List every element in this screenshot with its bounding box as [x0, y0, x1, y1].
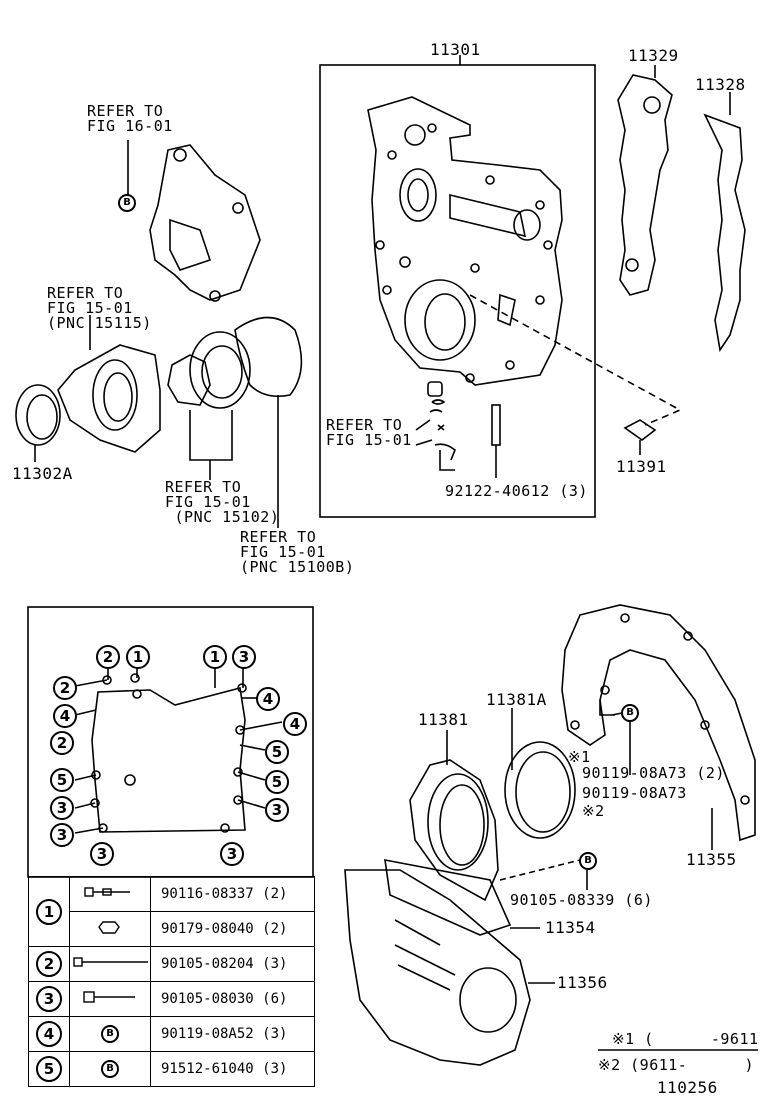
part-90119-08A73-2-label: 90119-08A73 (2) [582, 764, 725, 782]
legend-row: 3 90105-08030 (6) [28, 981, 315, 1017]
legend-row: 5 B 91512-61040 (3) [28, 1051, 315, 1087]
bolt-map-mark: 3 [90, 842, 114, 866]
bolt-icon [69, 981, 151, 1017]
legend-part: 90105-08204 (3) [150, 946, 315, 982]
bolt-icon [69, 946, 151, 982]
bolt-map-mark: 5 [265, 740, 289, 764]
legend-part: 90179-08040 (2) [150, 911, 315, 947]
bolt-map-mark: 4 [256, 687, 280, 711]
bolt-b-marker: B [579, 852, 597, 870]
bolt-map-mark: 1 [126, 645, 150, 669]
refer-fig15-15102-label: REFER TO FIG 15-01 (PNC 15102) [165, 478, 280, 526]
bolt-map-mark: 3 [220, 842, 244, 866]
bolt-map-mark: 2 [53, 676, 77, 700]
water-pump [149, 144, 261, 301]
bolt-b-marker: B [621, 704, 639, 722]
legend-key: 4 [36, 1021, 62, 1047]
timing-cover-case [367, 96, 563, 386]
bolt-map-mark: 3 [50, 823, 74, 847]
legend-part: 90119-08A52 (3) [150, 1016, 315, 1052]
refer-fig15-15100B-label: REFER TO FIG 15-01 (PNC 15100B) [240, 528, 355, 576]
part-11302A-label: 11302A [12, 464, 73, 483]
legend-row: 4 B 90119-08A52 (3) [28, 1016, 315, 1052]
figure-number: 110256 [657, 1078, 718, 1097]
legend-part: 90105-08030 (6) [150, 981, 315, 1017]
legend-key: 3 [36, 986, 62, 1012]
bolt-map-mark: 4 [283, 712, 307, 736]
part-11328-label: 11328 [695, 75, 746, 94]
part-11381A-label: 11381A [486, 690, 547, 709]
note2-mark: ※2 [582, 802, 605, 820]
part-92122-label: 92122-40612 (3) [445, 482, 588, 500]
o-ring [234, 316, 303, 398]
bolt-map-mark: 3 [265, 798, 289, 822]
nut-icon [69, 911, 151, 947]
legend-key: 1 [36, 898, 62, 925]
b-nut-icon: B [69, 1016, 151, 1052]
bolt-legend-table: 1 90116-08337 (2) 90179-08040 (2) 2 9010… [28, 876, 315, 1087]
refer-fig16-label: REFER TO FIG 16-01 [87, 102, 173, 135]
legend-row: 2 90105-08204 (3) [28, 946, 315, 982]
refer-fig15-15115-label: REFER TO FIG 15-01 (PNC 15115) [47, 284, 152, 332]
bolt-map-mark: 3 [50, 796, 74, 820]
gasket-11329 [617, 74, 673, 296]
legend-row: 1 90116-08337 (2) [28, 876, 315, 947]
bolt-map-mark: 5 [265, 770, 289, 794]
footnote-2: ※2 (9611- ) [598, 1056, 755, 1074]
part-90105-08339-label: 90105-08339 (6) [510, 891, 653, 909]
bolt-map-mark: 2 [96, 645, 120, 669]
part-11329-label: 11329 [628, 46, 679, 65]
part-11355-label: 11355 [686, 850, 737, 869]
legend-part: 90116-08337 (2) [150, 876, 315, 912]
part-11381-label: 11381 [418, 710, 469, 729]
legend-key: 5 [36, 1056, 62, 1082]
part-90119-08A73-label: 90119-08A73 [582, 784, 687, 802]
part-11354-label: 11354 [545, 918, 596, 937]
bolt-map-mark: 4 [53, 704, 77, 728]
bolt-map-mark: 2 [50, 731, 74, 755]
oil-pump-body [57, 344, 161, 453]
part-11391-label: 11391 [616, 457, 667, 476]
legend-key: 2 [36, 951, 62, 977]
gasket-11328 [703, 113, 746, 353]
part-11356-label: 11356 [557, 973, 608, 992]
footnote-1: ※1 ( -9611) [612, 1030, 760, 1048]
legend-row: 90179-08040 (2) [29, 911, 315, 947]
legend-part: 91512-61040 (3) [150, 1051, 315, 1087]
timing-cover-frame [319, 64, 596, 518]
bolt-map-mark: 5 [50, 768, 74, 792]
plate-11356 [344, 869, 531, 1066]
part-11301-label: 11301 [430, 40, 481, 59]
note1-mark: ※1 [568, 748, 591, 766]
bolt-map-mark: 3 [232, 645, 256, 669]
bolt-map-mark: 1 [203, 645, 227, 669]
bolt-map-outline [91, 687, 246, 833]
bolt-b-marker: B [118, 194, 136, 212]
refer-fig15-inner-label: REFER TO FIG 15-01 [326, 416, 412, 449]
bolt-icon [69, 876, 151, 912]
b-nut-icon: B [69, 1051, 151, 1087]
plate-11355 [561, 604, 756, 842]
gasket-11354 [384, 859, 512, 936]
